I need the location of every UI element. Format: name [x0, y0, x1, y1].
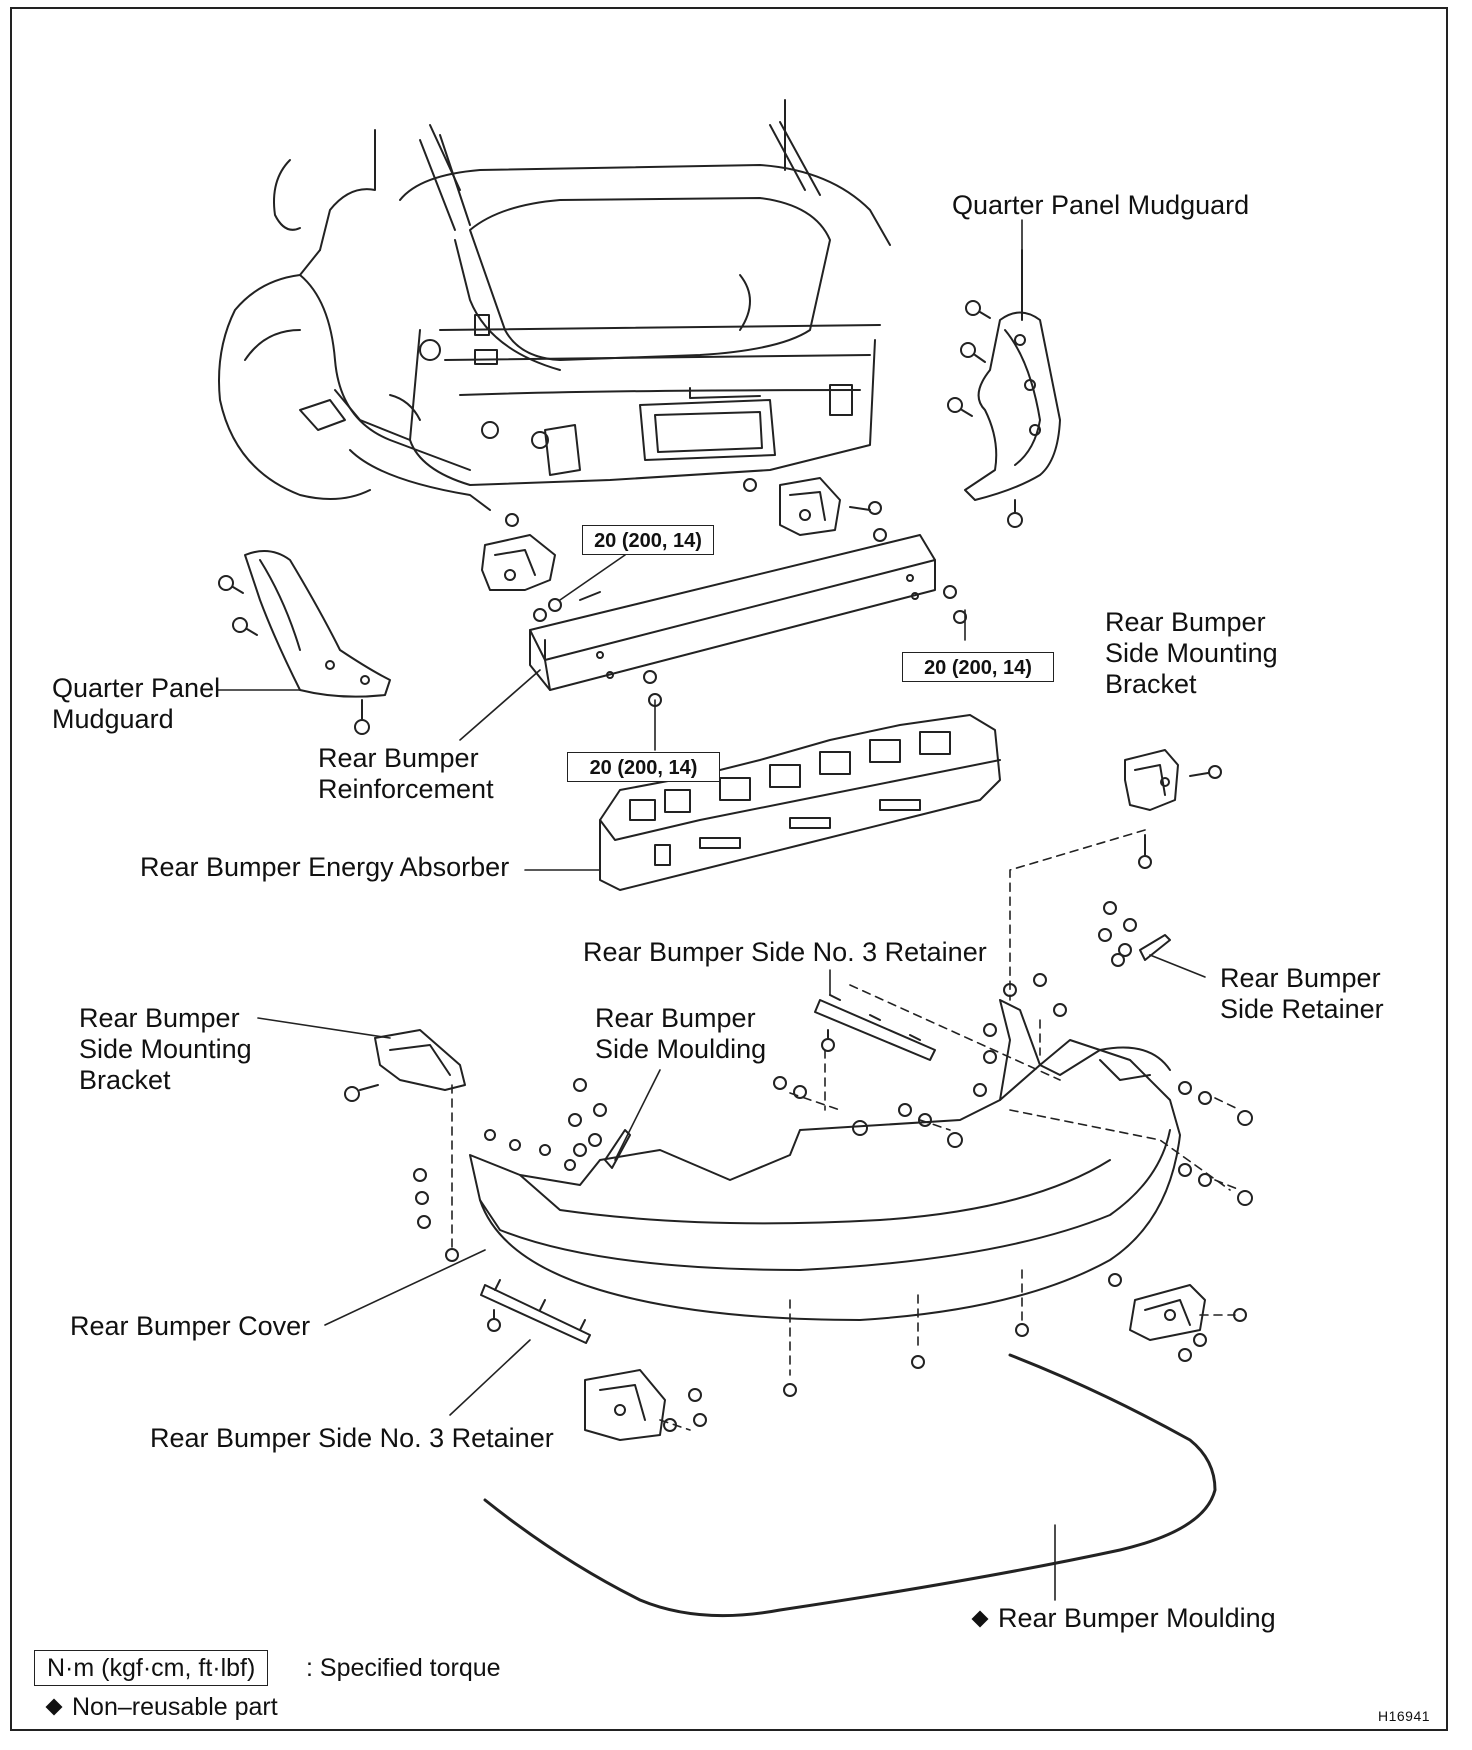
label-line: Rear Bumper	[1220, 963, 1381, 993]
rear-bumper-energy-absorber	[599, 714, 1001, 891]
torque-spec-upper-left: 20 (200, 14)	[582, 525, 714, 555]
rear-bumper-side-mounting-bracket-left	[344, 1029, 466, 1102]
legend-non-reusable: Non–reusable part	[44, 1690, 278, 1724]
leader-lines	[217, 219, 1206, 1601]
label-rear-bumper-moulding: Rear Bumper Moulding	[970, 1603, 1276, 1634]
rear-bumper-side-no3-retainer-upper	[814, 994, 936, 1061]
rear-bumper-moulding	[483, 1353, 1217, 1618]
label-rear-bumper-side-retainer: Rear Bumper Side Retainer	[1220, 963, 1384, 1025]
lower-mounting-brackets	[584, 1284, 1247, 1441]
rear-bumper-side-retainer	[1098, 901, 1171, 967]
label-rear-bumper-reinforcement: Rear Bumper Reinforcement	[318, 743, 494, 805]
non-reusable-diamond-icon	[971, 1610, 989, 1628]
label-line: Side Mounting	[1105, 638, 1278, 668]
label-rear-bumper-side-no3-retainer-bottom: Rear Bumper Side No. 3 Retainer	[150, 1423, 554, 1453]
rear-bumper-cover	[469, 999, 1181, 1321]
label-quarter-panel-mudguard-left: Quarter Panel Mudguard	[52, 673, 220, 735]
non-reusable-diamond-icon	[45, 1698, 63, 1716]
label-line: Rear Bumper	[79, 1003, 240, 1033]
label-rear-bumper-cover: Rear Bumper Cover	[70, 1311, 311, 1341]
label-quarter-panel-mudguard-right: Quarter Panel Mudguard	[952, 190, 1250, 220]
legend-non-reusable-text: Non–reusable part	[72, 1693, 278, 1721]
clip-icon	[947, 300, 1023, 528]
rear-bumper-side-mounting-bracket-right	[1124, 749, 1222, 869]
label-line: Bracket	[1105, 669, 1197, 699]
clip-icon	[568, 1078, 607, 1157]
label-line: Side Mounting	[79, 1034, 252, 1064]
label-line: Rear Bumper	[595, 1003, 756, 1033]
label-text: Rear Bumper Moulding	[998, 1603, 1276, 1633]
push-rivet-icon	[484, 1076, 1253, 1206]
quarter-panel-mudguard-right	[947, 249, 1061, 528]
label-line: Side Retainer	[1220, 994, 1384, 1024]
clip-icon	[1098, 901, 1137, 967]
label-line: Mudguard	[52, 704, 174, 734]
label-line: Quarter Panel	[52, 673, 221, 703]
label-line: Rear Bumper	[1105, 607, 1266, 637]
legend-torque-unit-box: N·m (kgf·cm, ft·lbf)	[34, 1650, 269, 1686]
clip-icon	[218, 575, 370, 735]
legend-torque-description: : Specified torque	[306, 1654, 501, 1682]
label-rear-bumper-side-mounting-bracket-left: Rear Bumper Side Mounting Bracket	[79, 1003, 252, 1096]
label-line: Bracket	[79, 1065, 171, 1095]
rear-bumper-side-no3-retainer-lower	[480, 1279, 591, 1344]
vehicle-body-rear	[218, 99, 891, 511]
torque-spec-right: 20 (200, 14)	[902, 652, 1054, 682]
rear-bumper-reinforcement	[529, 534, 936, 691]
figure-code: H16941	[1378, 1708, 1431, 1724]
rear-bumper-side-moulding	[568, 1078, 631, 1169]
label-line: Rear Bumper	[318, 743, 479, 773]
quarter-panel-mudguard-left	[218, 550, 391, 735]
screw-icon	[413, 973, 1122, 1397]
diagram-frame	[10, 7, 1448, 1731]
label-rear-bumper-side-no3-retainer-top: Rear Bumper Side No. 3 Retainer	[583, 937, 987, 967]
label-rear-bumper-side-mounting-bracket-right: Rear Bumper Side Mounting Bracket	[1105, 607, 1278, 700]
torque-spec-lower: 20 (200, 14)	[567, 752, 720, 782]
label-rear-bumper-side-moulding: Rear Bumper Side Moulding	[595, 1003, 766, 1065]
body-mounting-brackets	[481, 477, 967, 707]
label-line: Side Moulding	[595, 1034, 767, 1064]
label-line: Reinforcement	[318, 774, 494, 804]
assembly-guide-lines	[451, 829, 1241, 1431]
label-rear-bumper-energy-absorber: Rear Bumper Energy Absorber	[140, 852, 510, 882]
